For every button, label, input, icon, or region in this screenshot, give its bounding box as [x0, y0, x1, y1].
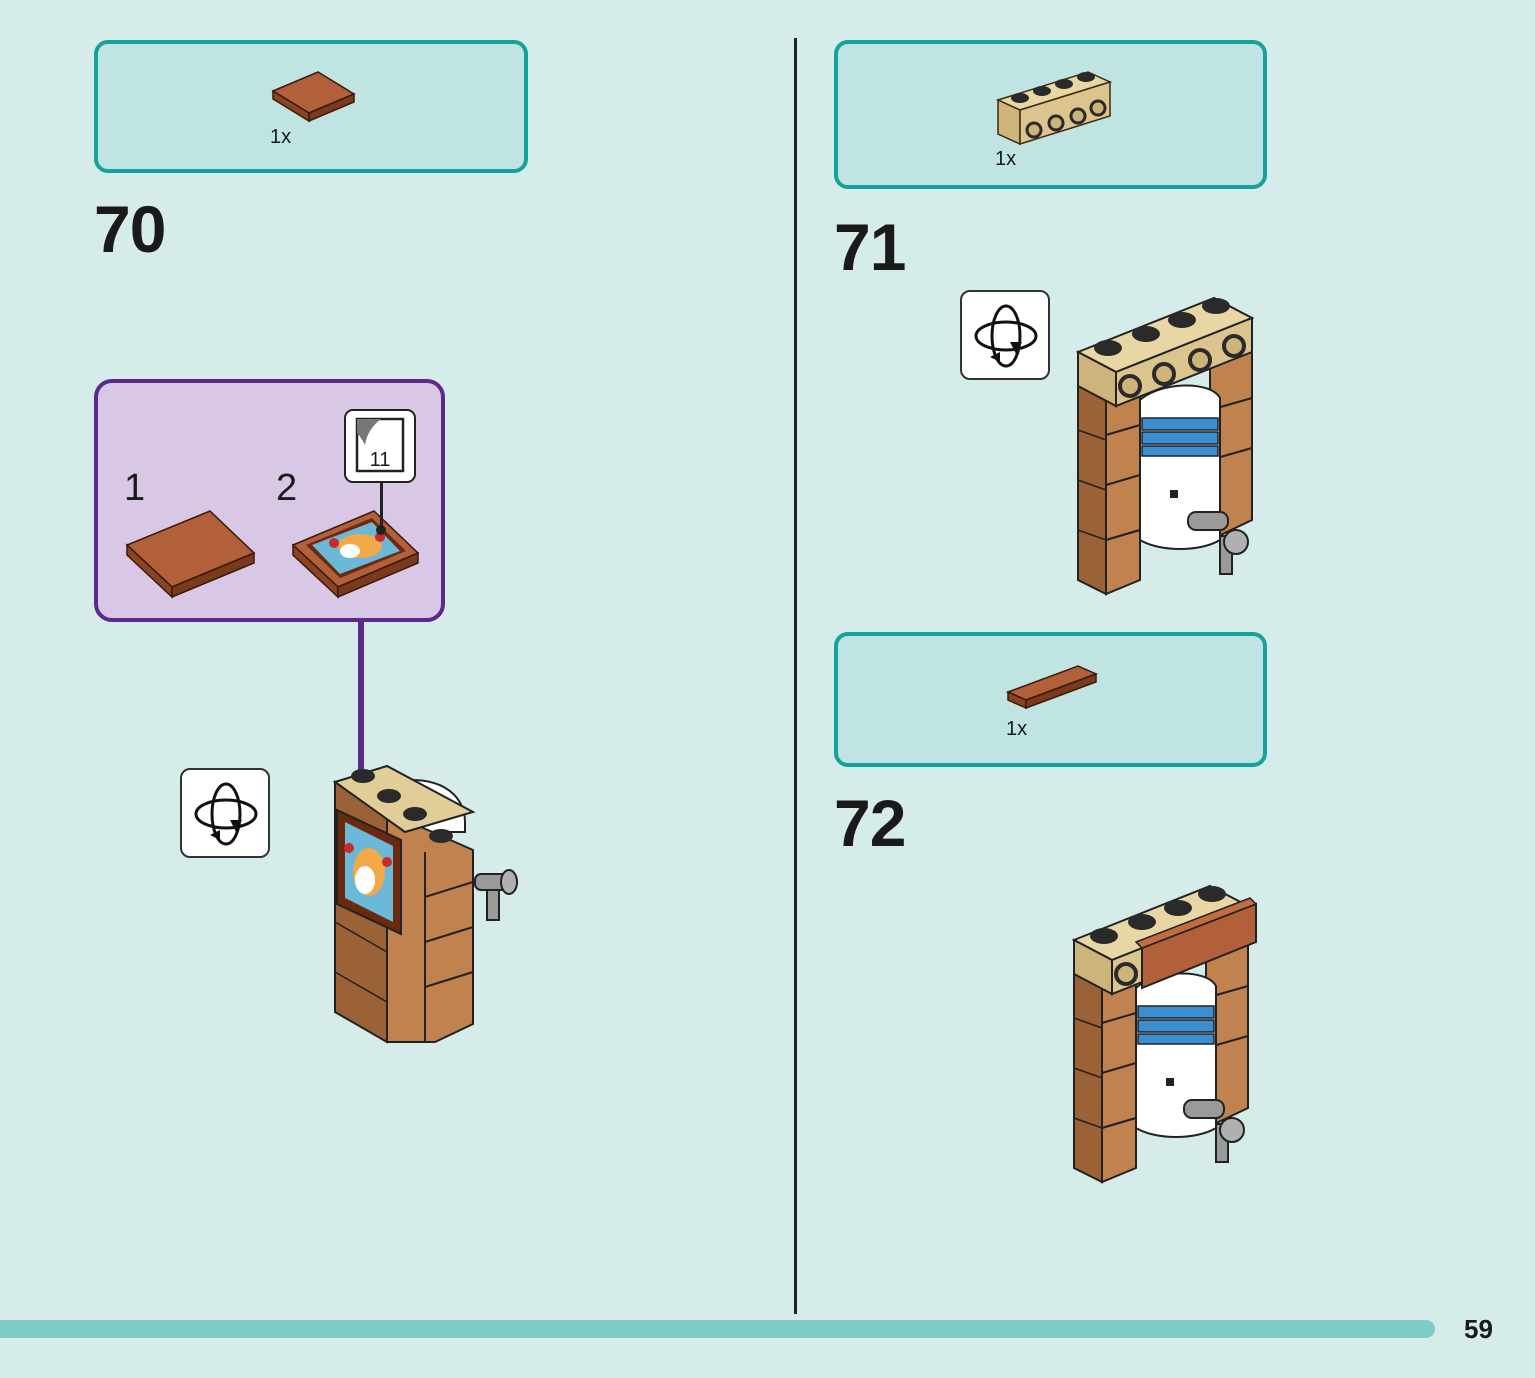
rotate-model-icon	[974, 304, 1038, 368]
decorated-tile-icon	[291, 510, 420, 599]
step-number-72: 72	[834, 786, 906, 860]
part-quantity: 1x	[995, 148, 1017, 170]
sticker-pointer-dot	[376, 525, 386, 535]
sub-assembly-box: 1 2 11	[94, 379, 445, 622]
model-step-72	[1071, 884, 1258, 1184]
sub-step-label-1: 1	[124, 467, 146, 509]
placement-arrow	[358, 620, 364, 802]
part-quantity: 1x	[1006, 718, 1028, 740]
parts-callout-step-71: 1x	[834, 40, 1267, 189]
step-number-71: 71	[834, 210, 906, 284]
page-divider	[794, 38, 797, 1314]
footer-bar	[0, 1320, 1435, 1338]
rotate-model-icon	[194, 782, 258, 846]
sticker-callout: 11	[344, 409, 416, 483]
parts-callout-step-70: 1x	[94, 40, 528, 173]
model-step-70	[332, 764, 518, 1044]
sub-step-label-2: 2	[276, 467, 298, 509]
brown-tile-1x4-icon	[1006, 665, 1098, 710]
brown-tile-2x2-icon	[271, 71, 356, 123]
rotate-model-callout	[180, 768, 270, 858]
step-number-70: 70	[94, 192, 166, 266]
tan-brick-1x4-icon	[995, 71, 1113, 146]
brown-tile-icon	[125, 510, 256, 599]
page-number: 59	[1464, 1314, 1493, 1344]
model-step-71	[1075, 296, 1255, 596]
rotate-model-callout	[960, 290, 1050, 380]
parts-callout-step-72: 1x	[834, 632, 1267, 767]
part-quantity: 1x	[270, 126, 292, 148]
sticker-number: 11	[369, 449, 391, 471]
sticker-sheet-icon	[355, 417, 405, 473]
sticker-pointer-line	[380, 483, 383, 529]
